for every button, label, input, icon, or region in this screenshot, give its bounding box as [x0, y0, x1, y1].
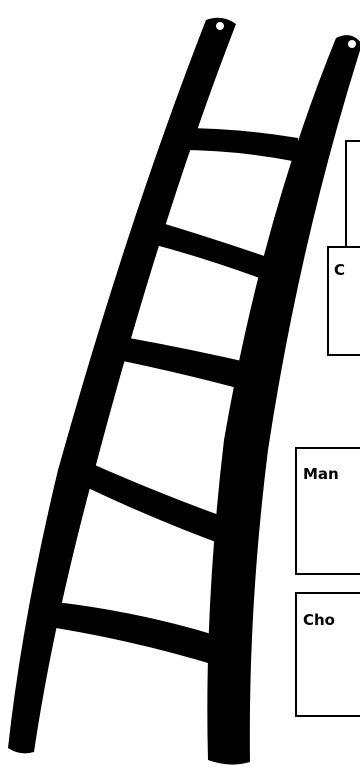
- ladder-rung-1: [178, 128, 298, 162]
- step-box-4: Cho: [295, 592, 360, 717]
- step-box-1: [345, 140, 360, 258]
- step-label-3: Man: [303, 465, 339, 483]
- step-box-2: C: [327, 246, 360, 356]
- ladder-rung-3: [118, 336, 255, 392]
- ladder-rung-2: [152, 220, 270, 282]
- ladder-hole-right: [348, 40, 356, 48]
- step-label-4: Cho: [303, 611, 335, 629]
- step-box-3: Man: [295, 447, 360, 575]
- ladder-rung-4: [88, 462, 238, 548]
- step-label-2: C: [334, 261, 345, 279]
- ladder-hole-left: [216, 22, 224, 30]
- ladder-rung-5: [56, 602, 218, 666]
